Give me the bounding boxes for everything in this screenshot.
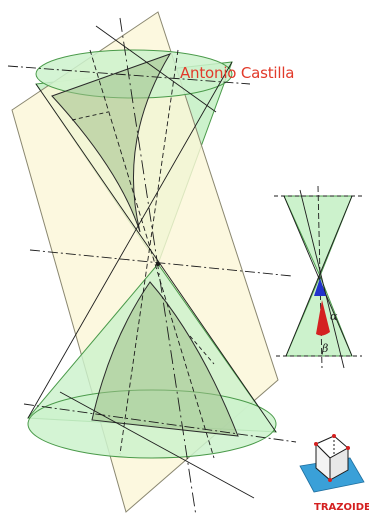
lower-hyperbola-branch — [91, 281, 239, 437]
construction-lines — [7, 17, 297, 517]
brand-label: TRAZOIDE — [314, 502, 369, 513]
main-figure — [7, 11, 297, 517]
logo-vertex-4 — [332, 434, 336, 438]
beta-label: β — [321, 342, 328, 355]
upper-diameter-line — [7, 65, 251, 85]
cone-axis — [119, 17, 197, 517]
alpha-angle-marker — [314, 278, 326, 296]
side-plane-trace — [299, 189, 345, 369]
vertex-horizontal-line — [29, 249, 293, 277]
alpha-label: α — [330, 310, 338, 323]
logo-vertex-1 — [314, 442, 318, 446]
generatrix-d — [119, 49, 179, 455]
generatrix-b — [27, 61, 233, 419]
cube-on-plane-logo-icon — [315, 435, 349, 482]
upper-minor-line — [71, 111, 109, 121]
generatrix-c — [89, 49, 215, 459]
logo-vertex-2 — [346, 446, 350, 450]
cone-vertex-point — [155, 261, 161, 267]
lower-trace-line — [59, 391, 255, 499]
generatrix-a — [35, 83, 277, 433]
side-axis-line — [317, 185, 323, 369]
upper-hyperbola-branch — [51, 53, 172, 233]
side-generatrix-a — [283, 195, 353, 357]
lower-diameter-line — [23, 403, 297, 443]
lower-minor-line — [189, 335, 215, 365]
side-generatrix-b — [285, 195, 353, 357]
author-label: Antonio Castilla — [180, 64, 294, 82]
beta-angle-marker — [316, 300, 330, 336]
trazoide-logo: TRAZOIDE — [299, 434, 369, 513]
logo-vertex-3 — [328, 478, 332, 482]
upper-trace-line — [95, 25, 217, 113]
side-profile-diagram: α β — [274, 185, 362, 369]
